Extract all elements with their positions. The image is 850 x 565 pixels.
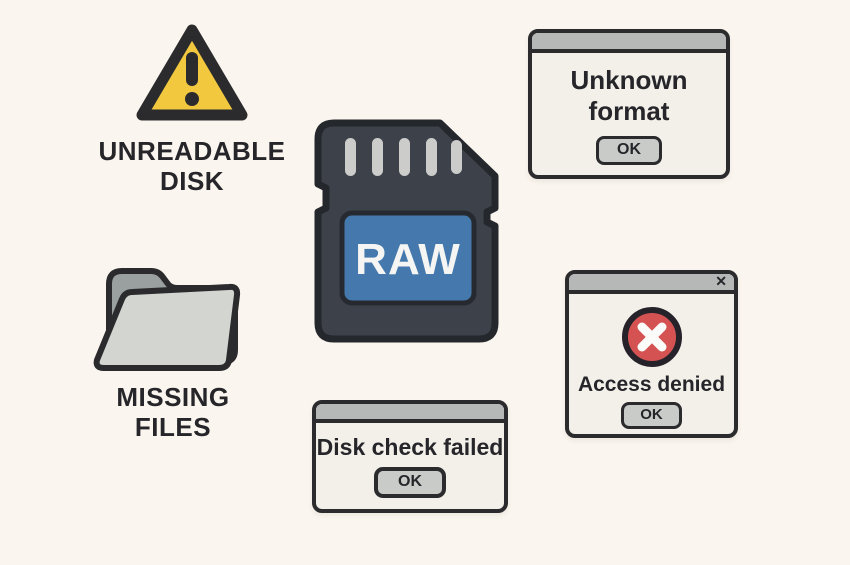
sd-card-raw-text: RAW [355, 235, 461, 284]
unreadable-disk-label: UNREADABLE DISK [83, 136, 301, 196]
unknown-format-ok-button[interactable]: OK [596, 136, 662, 165]
access-denied-ok-button[interactable]: OK [621, 401, 682, 429]
raw-sd-card-icon: RAW [314, 119, 499, 343]
warning-triangle-icon [136, 24, 248, 121]
error-x-circle-icon [621, 306, 682, 367]
unreadable-disk-label-line2: DISK [159, 166, 225, 196]
missing-files-label-line2: FILES [134, 412, 212, 442]
disk-check-failed-titlebar [316, 404, 504, 423]
missing-files-label-line1: MISSING [116, 382, 230, 412]
sd-card-pins [345, 138, 462, 176]
access-denied-titlebar: ✕ [569, 274, 734, 294]
disk-check-failed-ok-button[interactable]: OK [374, 467, 446, 498]
missing-files-folder-icon [93, 268, 241, 371]
unreadable-disk-label-line1: UNREADABLE [98, 136, 286, 166]
unknown-format-message: Unknown format [570, 65, 688, 126]
unknown-format-titlebar [532, 33, 726, 53]
disk-check-failed-message: Disk check failed [316, 434, 504, 460]
unknown-format-dialog: Unknown format OK [528, 29, 730, 179]
close-icon[interactable]: ✕ [715, 273, 727, 289]
missing-files-label: MISSING FILES [83, 382, 263, 442]
access-denied-dialog: ✕ Access denied OK [565, 270, 738, 438]
disk-check-failed-dialog: Disk check failed OK [312, 400, 508, 513]
access-denied-message: Access denied [577, 372, 726, 396]
